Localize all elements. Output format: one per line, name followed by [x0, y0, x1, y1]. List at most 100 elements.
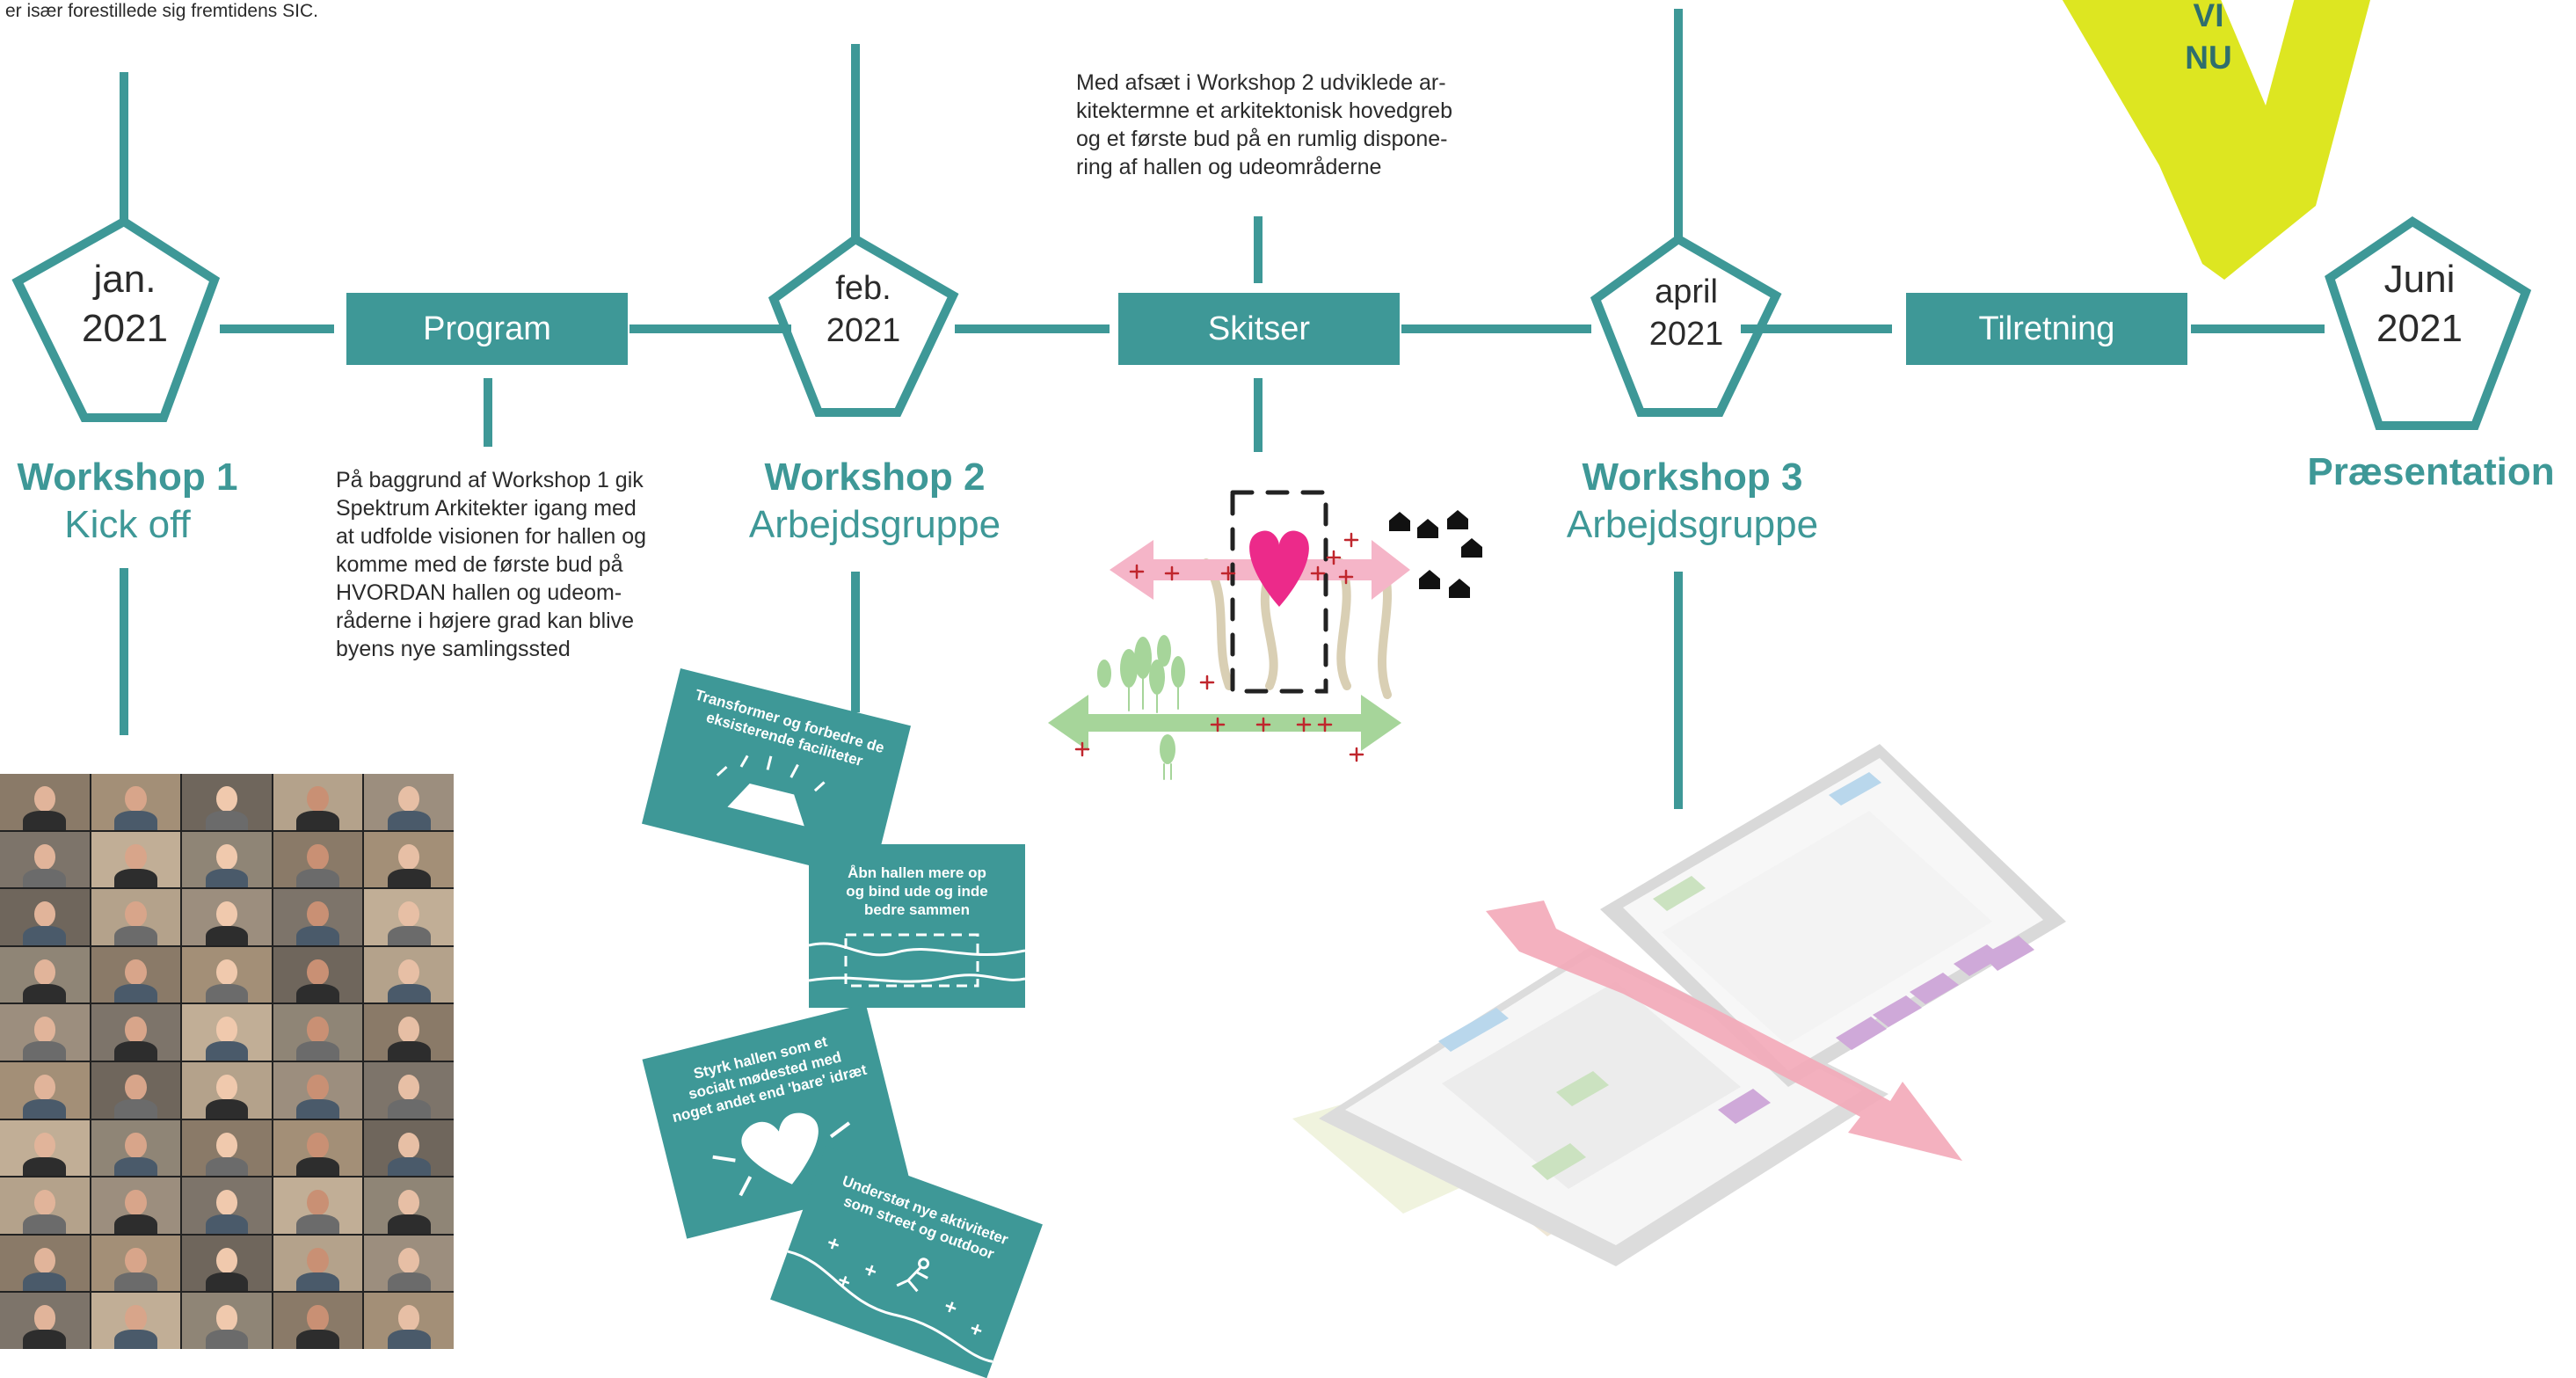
participant-tile	[182, 1235, 272, 1292]
milestone-month: jan.	[93, 258, 156, 301]
participant-tile	[273, 1177, 363, 1234]
participant-face	[125, 901, 147, 928]
participant-body	[387, 1272, 431, 1292]
participant-body	[296, 810, 339, 830]
participant-tile	[91, 1061, 181, 1119]
participant-face	[33, 1247, 55, 1274]
participant-body	[114, 1214, 157, 1234]
participant-body	[296, 1272, 339, 1292]
participant-tile	[273, 1004, 363, 1061]
milestone-hexagon	[11, 216, 221, 422]
participant-body	[205, 1214, 249, 1234]
participant-face	[125, 959, 147, 986]
milestone-title-3: Workshop 3 Arbejdsgruppe	[1566, 456, 1819, 546]
participant-body	[387, 1041, 431, 1061]
participant-body	[23, 1214, 67, 1234]
milestone-month: april	[1655, 273, 1718, 310]
participant-face	[397, 843, 420, 870]
participant-body	[205, 1098, 249, 1119]
video-call-grid	[0, 774, 454, 1349]
participant-body	[205, 810, 249, 830]
participant-face	[397, 959, 420, 986]
participant-tile	[91, 946, 181, 1003]
participant-body	[114, 983, 157, 1003]
participant-tile	[182, 946, 272, 1003]
milestone-year: 2021	[2376, 307, 2463, 350]
participant-face	[397, 1190, 420, 1216]
participant-body	[387, 810, 431, 830]
participant-tile	[273, 946, 363, 1003]
participant-face	[307, 1132, 329, 1158]
participant-body	[296, 1041, 339, 1061]
participant-body	[205, 1156, 249, 1177]
participant-body	[114, 868, 157, 888]
participant-face	[307, 1305, 329, 1331]
participant-face	[307, 843, 329, 870]
participant-body	[387, 1214, 431, 1234]
participant-face	[215, 785, 238, 813]
heart-icon	[1249, 530, 1309, 607]
participant-body	[387, 1098, 431, 1119]
participant-tile	[0, 946, 90, 1003]
participant-face	[33, 1017, 55, 1043]
participant-face	[125, 1074, 147, 1101]
participant-face	[397, 901, 420, 928]
milestone-date-3: april 2021	[1598, 271, 1774, 355]
milestone-hexagon	[768, 234, 959, 417]
participant-face	[33, 1132, 55, 1158]
participant-tile	[364, 774, 454, 830]
milestone-year: 2021	[826, 312, 901, 349]
participant-face	[215, 1017, 238, 1043]
participant-body	[205, 1272, 249, 1292]
participant-tile	[0, 774, 90, 830]
participant-tile	[0, 1119, 90, 1177]
participant-face	[33, 901, 55, 928]
participant-body	[296, 1214, 339, 1234]
participant-body	[205, 1330, 249, 1349]
participant-face	[397, 1247, 420, 1274]
participant-body	[114, 1156, 157, 1177]
participant-face	[33, 1190, 55, 1216]
participant-face	[125, 1305, 147, 1331]
milestone-month: Juni	[2383, 258, 2456, 301]
milestone-title-2: Workshop 2 Arbejdsgruppe	[748, 456, 1001, 546]
hall-icon	[716, 755, 826, 827]
participant-tile	[91, 1004, 181, 1061]
participant-body	[23, 1041, 67, 1061]
phase-skitser: Skitser	[1118, 293, 1400, 365]
participant-tile	[273, 889, 363, 945]
participant-face	[307, 1017, 329, 1043]
participant-tile	[182, 774, 272, 830]
participant-face	[125, 843, 147, 870]
participant-body	[114, 1272, 157, 1292]
participant-body	[205, 983, 249, 1003]
participant-face	[215, 1132, 238, 1158]
participant-body	[114, 926, 157, 945]
participant-face	[307, 1074, 329, 1101]
participant-body	[387, 868, 431, 888]
participant-tile	[182, 889, 272, 945]
milestone-hexagon	[2325, 216, 2532, 430]
participant-tile	[91, 831, 181, 888]
participant-face	[33, 843, 55, 870]
vision-card-2: Åbn hallen mere op og bind ude og inde b…	[809, 844, 1025, 1008]
participant-tile	[91, 889, 181, 945]
participant-tile	[91, 1235, 181, 1292]
participant-tile	[91, 1177, 181, 1234]
now-arrow	[2062, 0, 2370, 280]
participant-face	[215, 843, 238, 870]
participant-tile	[273, 1235, 363, 1292]
participant-tile	[273, 774, 363, 830]
participant-face	[33, 785, 55, 813]
participant-face	[397, 1017, 420, 1043]
participant-body	[387, 983, 431, 1003]
skitser-description: Med afsæt i Workshop 2 udviklede ar- kit…	[1076, 70, 1452, 179]
participant-body	[387, 1156, 431, 1177]
milestone-hexagon	[1590, 234, 1782, 417]
site-icon	[809, 933, 1025, 988]
participant-tile	[364, 889, 454, 945]
phase-tilretning: Tilretning	[1906, 293, 2187, 365]
participant-face	[397, 785, 420, 813]
participant-face	[125, 1190, 147, 1216]
